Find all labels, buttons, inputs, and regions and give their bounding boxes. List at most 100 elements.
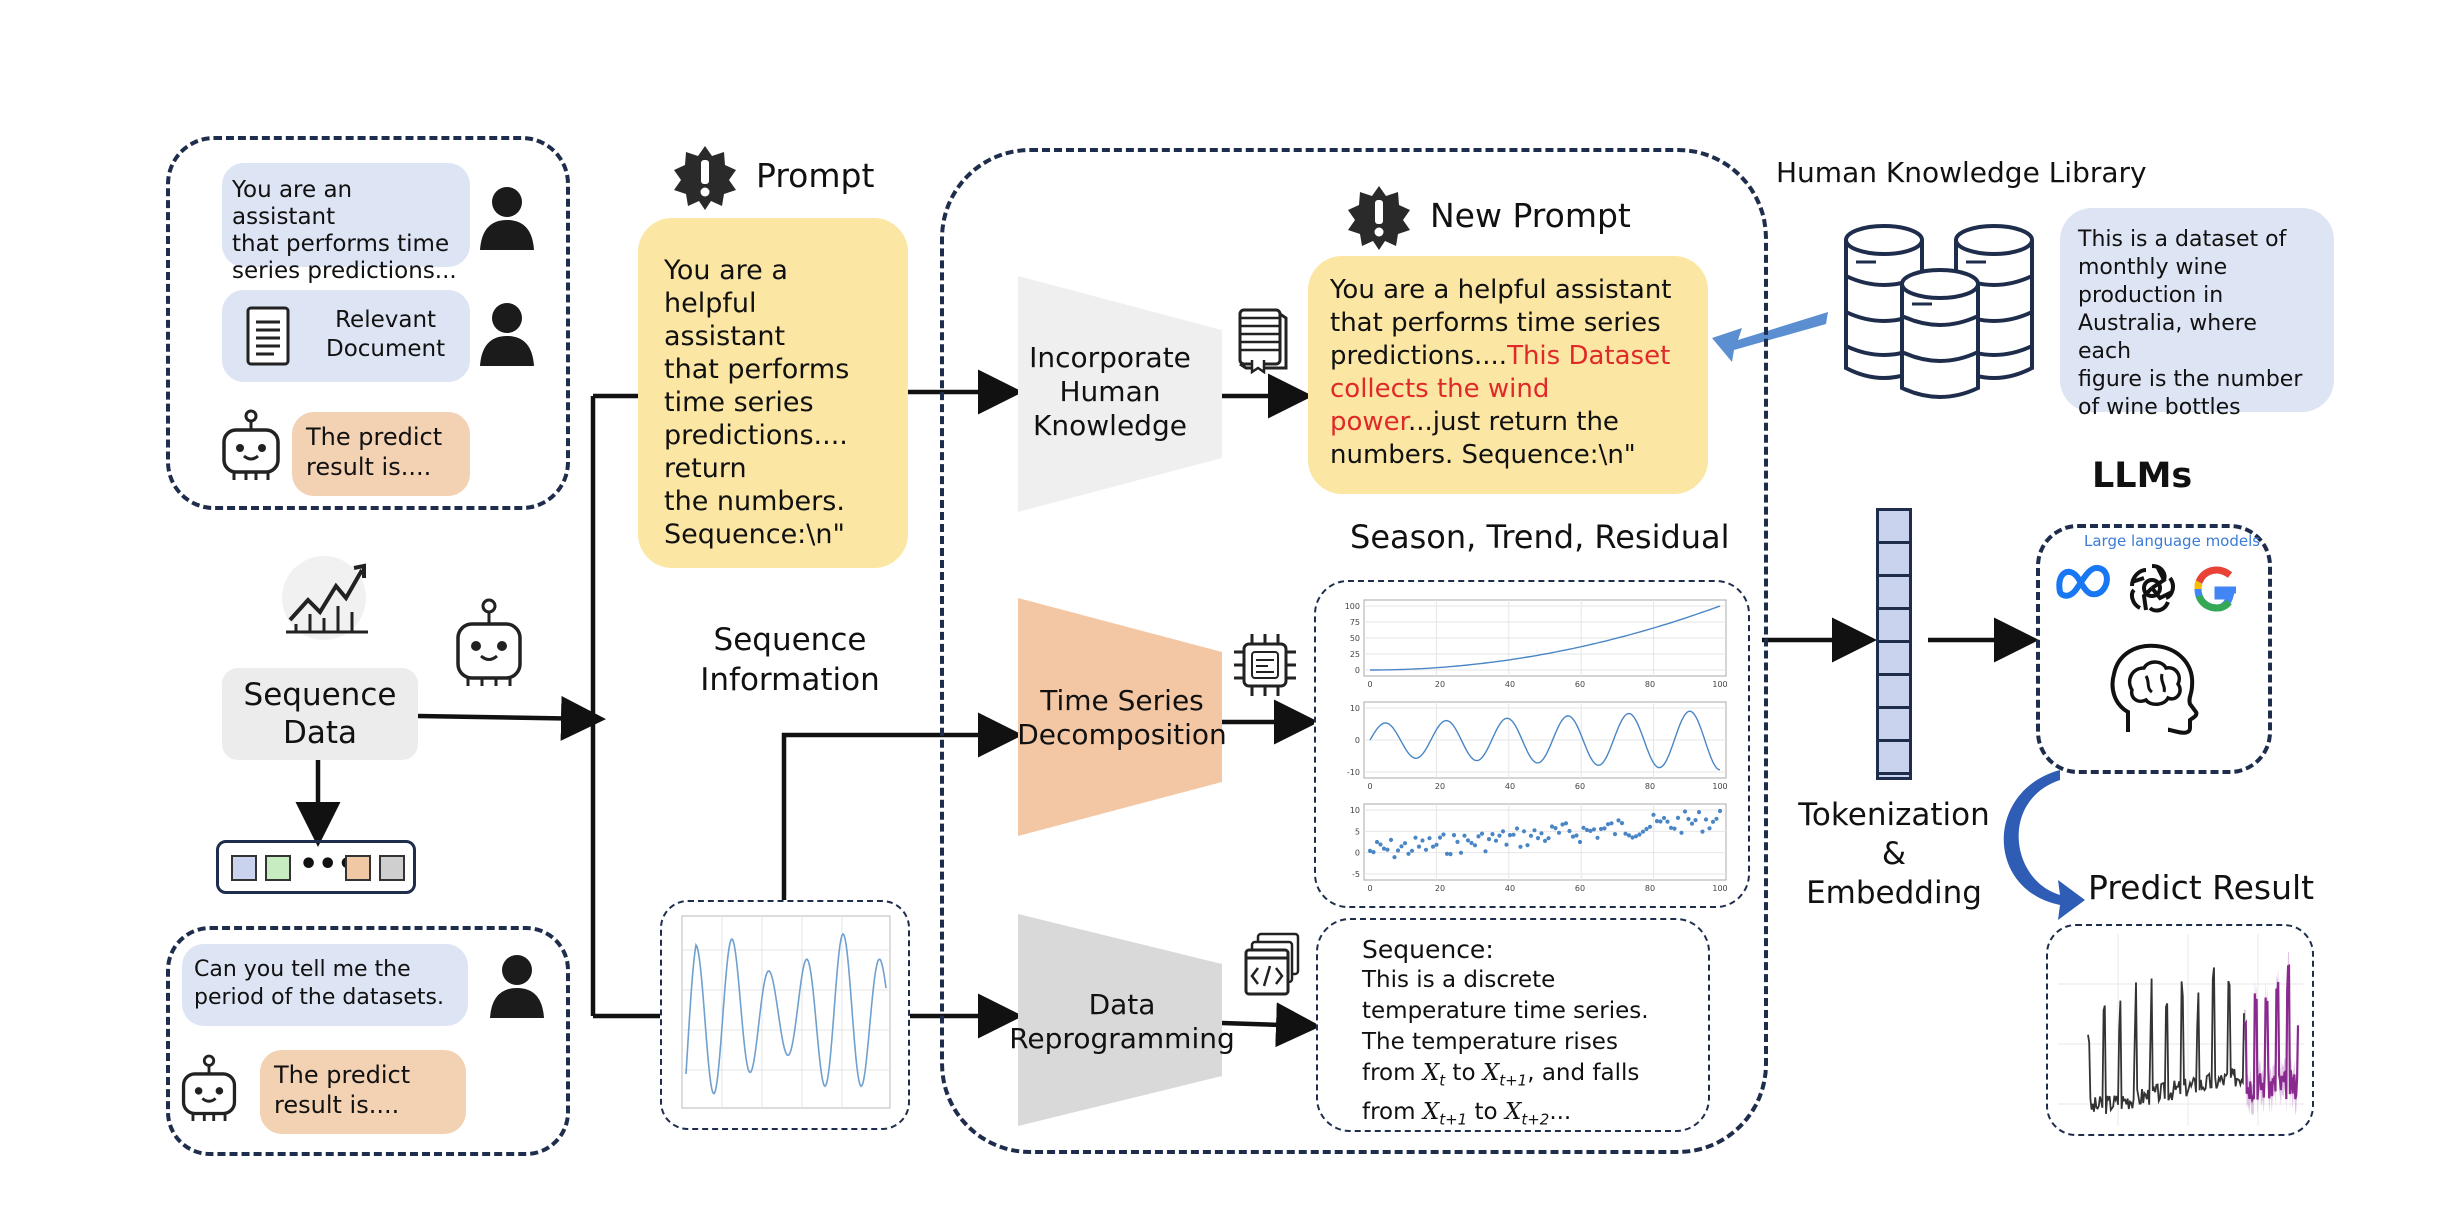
residual-point xyxy=(1710,819,1716,824)
brain-icon xyxy=(2110,643,2199,735)
sequence-text-title: Sequence: xyxy=(1362,935,1494,964)
llms-title: LLMs xyxy=(2092,456,2193,496)
residual-point xyxy=(1441,832,1446,837)
y-tick-label: 0 xyxy=(1355,849,1360,858)
user-icon xyxy=(490,955,544,1018)
book-icon xyxy=(1238,308,1288,374)
input-series-plot xyxy=(681,915,891,1109)
residual-point xyxy=(1623,831,1628,836)
chip-icon xyxy=(1234,634,1296,696)
residual-point xyxy=(1497,833,1502,838)
user-icon xyxy=(480,187,534,250)
y-tick-label: 5 xyxy=(1355,827,1360,836)
residual-point xyxy=(1507,833,1513,838)
y-tick-label: 0 xyxy=(1355,736,1360,745)
sequence-information-label: Sequence Information xyxy=(700,622,880,698)
decomposition-module-label: Time Series Decomposition xyxy=(1017,684,1227,751)
chat-panel-bottom xyxy=(166,926,570,1156)
residual-point xyxy=(1525,843,1530,848)
residual-point xyxy=(1647,824,1653,829)
residual-point xyxy=(1486,837,1492,842)
residual-point xyxy=(1626,833,1632,838)
sequence-text-panel xyxy=(1316,918,1710,1132)
decomposition-module-shape xyxy=(1018,598,1222,836)
x-tick-label: 60 xyxy=(1575,884,1585,893)
residual-point xyxy=(1518,844,1523,849)
bot-message-bubble: The predict result is.... xyxy=(260,1050,466,1134)
residual-point xyxy=(1654,819,1660,824)
math-var: X xyxy=(1422,1098,1440,1125)
text-fragment: , and falls xyxy=(1527,1060,1640,1086)
residual-point xyxy=(1595,835,1600,840)
math-sub: t+1 xyxy=(1439,1110,1468,1129)
residual-point xyxy=(1416,844,1422,849)
residual-point xyxy=(1399,844,1404,849)
residual-point xyxy=(1444,851,1450,856)
x-tick-label: 0 xyxy=(1367,782,1372,791)
residual-point xyxy=(1640,829,1646,834)
residual-point xyxy=(1469,840,1474,846)
residual-point xyxy=(1577,839,1583,845)
sequence-text-content: Sequence: This is a discrete temperature… xyxy=(1362,934,1649,1135)
y-tick-label: 50 xyxy=(1350,634,1360,643)
residual-point xyxy=(1714,816,1719,821)
residual-point xyxy=(1658,819,1663,824)
text-fragment: to xyxy=(1445,1060,1483,1086)
residual-point xyxy=(1556,830,1562,835)
x-tick-label: 0 xyxy=(1367,680,1372,689)
meta-icon xyxy=(2056,564,2110,599)
residual-point xyxy=(1560,822,1565,827)
residual-point xyxy=(1574,833,1579,838)
x-tick-label: 0 xyxy=(1367,884,1372,893)
token-sequence-strip: ••• xyxy=(216,840,416,894)
token-square xyxy=(345,855,371,881)
token-square xyxy=(265,855,291,881)
new-prompt-text-end: ...just return the numbers. Sequence:\n" xyxy=(1330,407,1636,470)
residual-point xyxy=(1420,838,1425,843)
residual-point xyxy=(1570,834,1576,839)
math-var: X xyxy=(1482,1060,1500,1086)
x-tick-label: 100 xyxy=(1712,884,1727,893)
residual-point xyxy=(1371,850,1376,855)
x-tick-label: 60 xyxy=(1575,782,1585,791)
residual-point xyxy=(1598,826,1604,832)
x-tick-label: 20 xyxy=(1435,884,1445,893)
document-bubble: Relevant Document xyxy=(222,290,470,382)
x-tick-label: 60 xyxy=(1575,680,1585,689)
residual-point xyxy=(1430,844,1436,849)
knowledge-library-bubble: This is a dataset of monthly wine produc… xyxy=(2060,208,2334,420)
tokenization-label: Tokenization & Embedding xyxy=(1798,797,1990,911)
residual-point xyxy=(1472,843,1478,848)
residual-point xyxy=(1427,836,1432,841)
document-icon xyxy=(246,306,290,366)
residual-point xyxy=(1553,826,1558,831)
openai-icon xyxy=(2130,564,2175,613)
residual-point xyxy=(1511,832,1516,837)
residual-point xyxy=(1686,816,1691,822)
residual-point xyxy=(1462,833,1467,838)
math-sub: t+1 xyxy=(1499,1071,1528,1090)
residual-point xyxy=(1423,847,1429,852)
x-tick-label: 20 xyxy=(1435,680,1445,689)
residual-point xyxy=(1406,851,1411,856)
arrow-icon xyxy=(1712,312,1828,362)
residual-point xyxy=(1609,821,1614,826)
residual-point xyxy=(1616,818,1621,823)
residual-point xyxy=(1679,830,1684,835)
user-message-bubble: You are an assistant that performs time … xyxy=(222,163,470,284)
sequence-text-line: from Xt to Xt+1, and falls xyxy=(1362,1058,1649,1097)
text-fragment: from xyxy=(1362,1098,1423,1125)
document-label: Relevant Document xyxy=(326,307,446,362)
incorporate-module-label: Incorporate Human Knowledge xyxy=(1029,341,1191,442)
new-prompt-highlight: This Dataset collects the wind power xyxy=(1330,341,1671,437)
residual-point xyxy=(1563,821,1569,826)
y-tick-label: -5 xyxy=(1352,870,1360,879)
chat-panel-top xyxy=(166,136,570,510)
residual-point xyxy=(1448,852,1453,857)
sequence-text-line: from Xt+1 to Xt+2... xyxy=(1362,1097,1649,1136)
residual-point xyxy=(1696,810,1702,815)
residual-point xyxy=(1542,838,1548,843)
residual-point xyxy=(1514,826,1520,831)
